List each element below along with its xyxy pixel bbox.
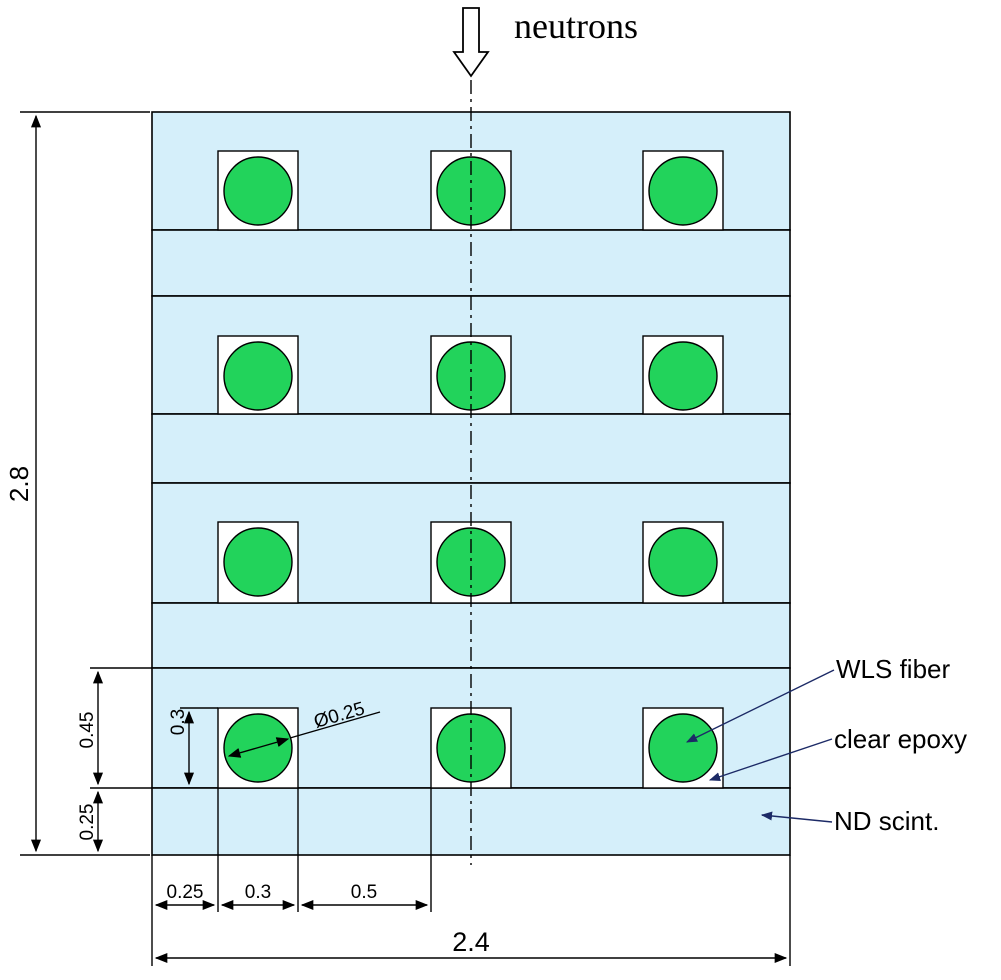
dimension-base-thickness: 0.25 — [77, 790, 104, 853]
dimension-label: 0.25 — [77, 804, 98, 841]
material-callouts: WLS fiber clear epoxy ND scint. — [685, 654, 967, 836]
dimension-label: 2.8 — [4, 466, 34, 502]
dimension-label: 2.4 — [452, 927, 490, 957]
dimension-label: 0.5 — [351, 882, 377, 903]
dimension-horizontal-set: 0.25 0.3 0.5 2.4 — [151, 788, 791, 966]
beam-label: neutrons — [514, 6, 638, 46]
dimension-line — [227, 737, 290, 758]
callout-leader-epoxy — [708, 738, 833, 782]
dimension-layer-pitch: 0.45 — [77, 667, 152, 789]
leader-line — [289, 711, 381, 739]
callout-epoxy-label: clear epoxy — [834, 724, 967, 754]
callout-leader-fiber — [685, 669, 835, 743]
callout-leader-scintillator — [760, 811, 833, 823]
wls-fiber — [648, 341, 718, 411]
dimension-label: 0.3 — [168, 709, 189, 735]
dimension-total-height: 2.8 — [4, 111, 150, 856]
callout-fiber-label: WLS fiber — [836, 654, 950, 684]
wls-fiber — [648, 713, 718, 783]
dimension-label: 0.3 — [245, 882, 271, 903]
callout-scintillator-label: ND scint. — [834, 806, 939, 836]
wls-fiber — [648, 156, 718, 226]
dimension-label: 0.25 — [167, 882, 204, 903]
wls-fiber — [223, 156, 293, 226]
dimension-label: 0.45 — [77, 712, 98, 749]
dimension-groove-height: 0.3 — [168, 707, 218, 786]
neutron-beam-arrow-icon — [452, 7, 490, 78]
wls-fiber — [223, 341, 293, 411]
wls-fiber — [648, 527, 718, 597]
wls-fiber — [223, 527, 293, 597]
